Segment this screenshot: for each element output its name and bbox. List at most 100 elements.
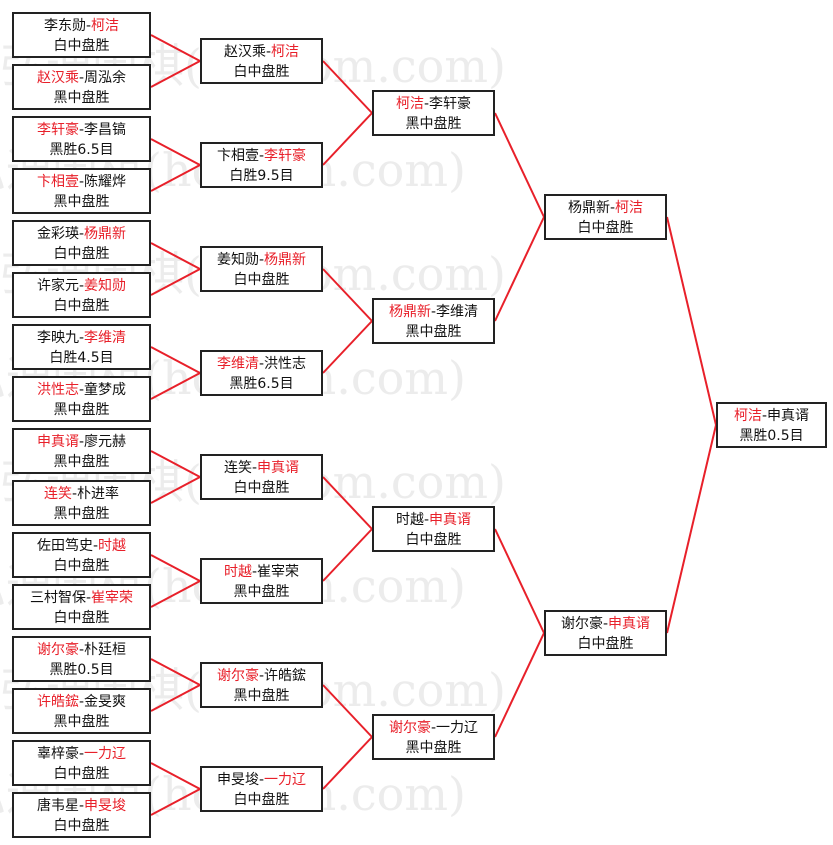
match-players: 许皓鋐-金旻爽 bbox=[14, 692, 149, 712]
winner-name: 姜知勋 bbox=[84, 278, 127, 294]
separator: - bbox=[602, 616, 609, 632]
match-result: 黑胜0.5目 bbox=[739, 428, 804, 444]
bracket-connector bbox=[150, 788, 201, 816]
separator: - bbox=[423, 512, 430, 528]
bracket-connector bbox=[666, 424, 717, 634]
bracket-connector bbox=[494, 216, 545, 322]
match-result: 白中盘胜 bbox=[53, 298, 110, 314]
match-result: 黑中盘胜 bbox=[53, 714, 110, 730]
separator: - bbox=[78, 798, 85, 814]
separator: - bbox=[258, 148, 265, 164]
match-players: 金彩瑛-杨鼎新 bbox=[14, 224, 149, 244]
separator: - bbox=[423, 96, 430, 112]
bracket-connector bbox=[150, 684, 201, 712]
player-name: 佐田笃史 bbox=[36, 538, 93, 554]
player-name: 杨鼎新 bbox=[567, 200, 610, 216]
bracket-connector bbox=[150, 450, 201, 478]
separator: - bbox=[251, 564, 258, 580]
match-players: 时越-崔宰荣 bbox=[202, 562, 321, 582]
separator: - bbox=[78, 278, 85, 294]
match-result: 白中盘胜 bbox=[53, 38, 110, 54]
match-players: 柯洁-李轩豪 bbox=[374, 94, 493, 114]
match-result: 白中盘胜 bbox=[53, 558, 110, 574]
bracket-connector bbox=[150, 554, 201, 582]
match-result: 黑中盘胜 bbox=[405, 324, 462, 340]
separator: - bbox=[258, 668, 265, 684]
match-result: 黑胜6.5目 bbox=[49, 142, 114, 158]
match-result: 黑胜6.5目 bbox=[229, 376, 294, 392]
match-result: 白胜4.5目 bbox=[49, 350, 114, 366]
match-box-round2-8: 申旻埈-一力辽白中盘胜 bbox=[200, 766, 323, 812]
match-result: 白中盘胜 bbox=[53, 610, 110, 626]
player-name: 崔宰荣 bbox=[257, 564, 300, 580]
bracket-connector bbox=[150, 60, 201, 88]
winner-name: 杨鼎新 bbox=[84, 226, 127, 242]
bracket-connector bbox=[150, 476, 201, 504]
winner-name: 申旻埈 bbox=[84, 798, 127, 814]
separator: - bbox=[92, 538, 99, 554]
bracket-connector bbox=[150, 138, 201, 166]
bracket-connector bbox=[150, 372, 201, 400]
winner-name: 李轩豪 bbox=[264, 148, 307, 164]
winner-name: 李维清 bbox=[84, 330, 127, 346]
player-name: 朴廷桓 bbox=[84, 642, 127, 658]
player-name: 金彩瑛 bbox=[36, 226, 79, 242]
winner-name: 一力辽 bbox=[264, 772, 307, 788]
player-name: 朴进率 bbox=[77, 486, 120, 502]
separator: - bbox=[78, 122, 85, 138]
match-players: 赵汉乘-周泓余 bbox=[14, 68, 149, 88]
match-result: 白中盘胜 bbox=[53, 766, 110, 782]
winner-name: 申真谞 bbox=[429, 512, 472, 528]
player-name: 李轩豪 bbox=[429, 96, 472, 112]
player-name: 李维清 bbox=[436, 304, 479, 320]
player-name: 李东勋 bbox=[43, 18, 86, 34]
winner-name: 申真谞 bbox=[36, 434, 79, 450]
player-name: 谢尔豪 bbox=[560, 616, 603, 632]
match-result: 黑胜0.5目 bbox=[49, 662, 114, 678]
match-players: 三村智保-崔宰荣 bbox=[14, 588, 149, 608]
winner-name: 崔宰荣 bbox=[91, 590, 134, 606]
match-box-round1-1: 李东勋-柯洁白中盘胜 bbox=[12, 12, 151, 58]
separator: - bbox=[78, 434, 85, 450]
player-name: 李昌镐 bbox=[84, 122, 127, 138]
player-name: 赵汉乘 bbox=[223, 44, 266, 60]
match-result: 黑中盘胜 bbox=[233, 584, 290, 600]
winner-name: 卞相壹 bbox=[36, 174, 79, 190]
player-name: 一力辽 bbox=[436, 720, 479, 736]
match-result: 白中盘胜 bbox=[53, 818, 110, 834]
match-box-round1-10: 连笑-朴进率黑中盘胜 bbox=[12, 480, 151, 526]
match-box-round4-2: 谢尔豪-申真谞白中盘胜 bbox=[544, 610, 667, 656]
match-result: 白中盘胜 bbox=[53, 246, 110, 262]
separator: - bbox=[78, 330, 85, 346]
player-name: 申真谞 bbox=[767, 408, 810, 424]
match-box-round1-7: 李映九-李维清白胜4.5目 bbox=[12, 324, 151, 370]
bracket-connector bbox=[150, 762, 201, 790]
separator: - bbox=[258, 252, 265, 268]
match-box-round2-7: 谢尔豪-许皓鋐黑中盘胜 bbox=[200, 662, 323, 708]
bracket-connector bbox=[150, 34, 201, 62]
match-players: 卞相壹-李轩豪 bbox=[202, 146, 321, 166]
match-box-round2-3: 姜知勋-杨鼎新白中盘胜 bbox=[200, 246, 323, 292]
winner-name: 杨鼎新 bbox=[264, 252, 307, 268]
match-players: 赵汉乘-柯洁 bbox=[202, 42, 321, 62]
match-players: 谢尔豪-一力辽 bbox=[374, 718, 493, 738]
bracket-connector bbox=[666, 216, 717, 426]
match-box-round2-1: 赵汉乘-柯洁白中盘胜 bbox=[200, 38, 323, 84]
match-result: 黑中盘胜 bbox=[53, 194, 110, 210]
match-players: 李维清-洪性志 bbox=[202, 354, 321, 374]
match-box-round1-4: 卞相壹-陈耀烨黑中盘胜 bbox=[12, 168, 151, 214]
match-box-round1-8: 洪性志-童梦成黑中盘胜 bbox=[12, 376, 151, 422]
player-name: 周泓余 bbox=[84, 70, 127, 86]
match-box-round3-2: 杨鼎新-李维清黑中盘胜 bbox=[372, 298, 495, 344]
match-box-round1-12: 三村智保-崔宰荣白中盘胜 bbox=[12, 584, 151, 630]
player-name: 时越 bbox=[395, 512, 424, 528]
bracket-connector bbox=[494, 632, 545, 738]
match-box-round2-5: 连笑-申真谞白中盘胜 bbox=[200, 454, 323, 500]
match-players: 连笑-朴进率 bbox=[14, 484, 149, 504]
player-name: 陈耀烨 bbox=[84, 174, 127, 190]
match-players: 李轩豪-李昌镐 bbox=[14, 120, 149, 140]
match-box-round1-3: 李轩豪-李昌镐黑胜6.5目 bbox=[12, 116, 151, 162]
bracket-connector bbox=[150, 164, 201, 192]
match-box-round1-5: 金彩瑛-杨鼎新白中盘胜 bbox=[12, 220, 151, 266]
